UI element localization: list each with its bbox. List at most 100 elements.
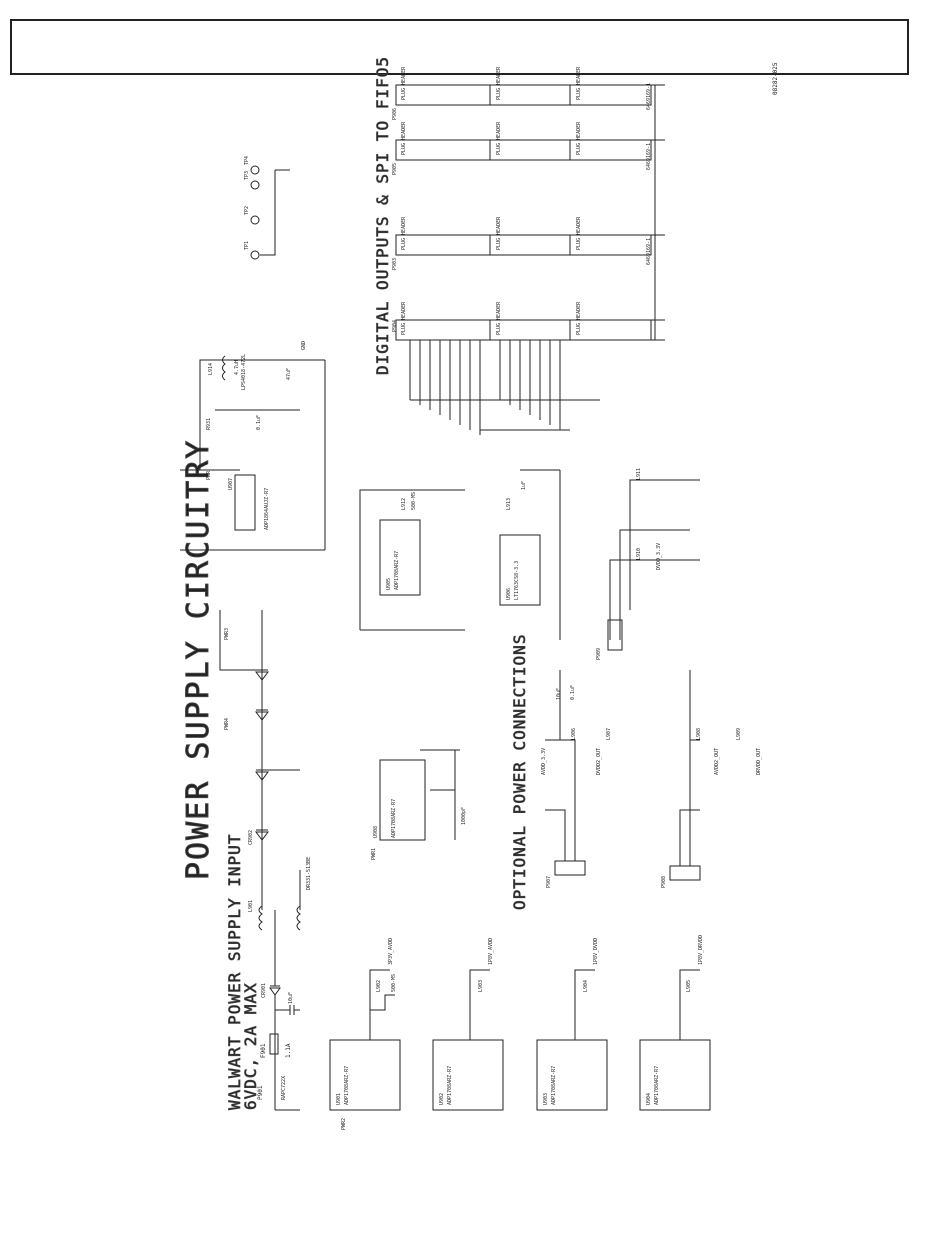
p907-label: P907 — [546, 876, 552, 888]
u905-ref: U905 — [386, 578, 392, 590]
gnd-label-u907: GND — [301, 341, 307, 350]
l907-label: L907 — [606, 728, 612, 740]
net-avdd2-out: AVDD2_OUT — [714, 748, 720, 775]
f901-label: F901 — [260, 1043, 267, 1058]
u902-part: ADP1708ARZ-R7 — [447, 1066, 453, 1105]
opt-value-10uf: 10uF — [556, 688, 562, 700]
u901-part: ADP1708ARZ-R7 — [344, 1066, 350, 1105]
u902-body — [432, 1039, 504, 1111]
u903-body — [536, 1039, 608, 1111]
c901-value: 10uF — [288, 992, 294, 1004]
l910-label: L910 — [636, 548, 642, 560]
walwart-title: WALWART POWER SUPPLY INPUT — [225, 834, 244, 1110]
p903-body — [395, 234, 652, 256]
u904-part: ADP1708ARZ-R7 — [654, 1066, 660, 1105]
net-pwr2: PWR2 — [341, 1118, 347, 1130]
net-avdd-3p3: AVDD_3.3V — [541, 748, 547, 775]
p903-header-c: PLUG HEADER — [576, 216, 582, 250]
u903-part: ADP1708ARZ-R7 — [551, 1066, 557, 1105]
c925-value: 1uF — [521, 481, 527, 490]
p904-body — [395, 319, 652, 341]
u901-body — [329, 1039, 401, 1111]
net-dvdd2-out: DVDD2_OUT — [596, 748, 602, 775]
l911-label: L911 — [636, 468, 642, 480]
optional-power-title: OPTIONAL POWER CONNECTIONS — [510, 634, 529, 910]
l901-label: L901 — [248, 900, 254, 912]
u901-ref: U901 — [336, 1093, 342, 1105]
rail-1p8v-avdd: 1P8V_AVDD — [488, 938, 494, 965]
u907-section: U907 ADP1864AUJZ-R7 R931 0.1uF L914 4.7u… — [180, 341, 326, 551]
p905-ref: P905 — [392, 163, 398, 175]
cr902-label: CR902 — [248, 830, 254, 845]
p906-header-a: PLUG HEADER — [401, 66, 407, 100]
l912-label: L912 — [401, 498, 407, 510]
rail-1p8v-dvdd: 1P8V_DVDD — [593, 938, 599, 965]
walwart-input-section: P901 RAPC722X F901 1.1A 10uF CR901 L901 … — [219, 610, 312, 1111]
l903-label: L903 — [478, 980, 484, 992]
p905-body — [395, 139, 652, 161]
p906-body — [395, 84, 652, 106]
u908-section: U908 ADP1708ARZ-R7 1000pF PWR1 — [371, 749, 467, 860]
connector-area: P909 L910 L911 DVDD_3.3V P907 P908 AVDD_… — [541, 468, 762, 888]
l906-label: L906 — [571, 728, 577, 740]
u908-ref: U908 — [373, 826, 379, 838]
p906-header-b: PLUG HEADER — [496, 66, 502, 100]
figure-id: 08282-025 — [772, 62, 779, 95]
p906-ref: P906 — [392, 108, 398, 120]
l904-label: L904 — [583, 980, 589, 992]
u907-part: ADP1864AUJZ-R7 — [264, 488, 270, 530]
power-supply-title: POWER SUPPLY CIRCUITRY — [181, 439, 216, 880]
tp4-label: TP4 — [244, 156, 250, 165]
net-pwr: PWR — [206, 470, 212, 480]
u905-u906-section: U905 ADP1708ARZ-R7 L912 500-MS U906 LT17… — [359, 469, 561, 640]
p909-label: P909 — [596, 648, 602, 660]
p905-part: 6469169-1 — [646, 143, 652, 170]
u905-body — [379, 519, 421, 596]
p903-part: 6469169-1 — [646, 238, 652, 265]
p906-part: 6469169-1 — [646, 83, 652, 110]
p904-header-c: PLUG HEADER — [576, 301, 582, 335]
u907-ref: U907 — [228, 478, 234, 490]
p908-label: P908 — [661, 876, 667, 888]
l902-part: 500-MS — [391, 974, 397, 992]
l913-label: L913 — [506, 498, 512, 510]
walwart-subtitle: 6VDC, 2A MAX — [241, 982, 260, 1110]
digital-outputs-title: DIGITAL OUTPUTS & SPI TO FIFO5 — [373, 56, 392, 375]
p903-ref: P903 — [392, 258, 398, 270]
p904-header-a: PLUG HEADER — [401, 301, 407, 335]
r931-label: R931 — [206, 418, 212, 430]
net-pwr4: PWR4 — [224, 718, 230, 730]
net-drvdd-out: DRVDD_OUT — [756, 748, 762, 775]
u905-part: ADP1708ARZ-R7 — [394, 551, 400, 590]
u908-part: ADP1708ARZ-R7 — [391, 799, 397, 838]
u906-ref: U906 — [506, 588, 512, 600]
p905-header-c: PLUG HEADER — [576, 121, 582, 155]
tp1-label: TP1 — [244, 241, 250, 250]
l905-label: L905 — [686, 980, 692, 992]
u902-ref: U902 — [439, 1093, 445, 1105]
digital-headers: PLUG HEADER PLUG HEADER PLUG HEADER P904… — [392, 66, 665, 435]
net-pwr3: PWR3 — [224, 628, 230, 640]
l914-value: 4.7uH — [234, 360, 240, 375]
p903-header-a: PLUG HEADER — [401, 216, 407, 250]
l908-label: L908 — [696, 728, 702, 740]
u907-body — [234, 474, 256, 531]
c916-value: 1000pF — [461, 807, 467, 825]
l912-part: 500-MS — [411, 492, 417, 510]
p901-label: P901 — [257, 1085, 264, 1100]
opt-value-01uf: 0.1uF — [570, 685, 576, 700]
p905-header-a: PLUG HEADER — [401, 121, 407, 155]
net-pwr1: PWR1 — [371, 848, 377, 860]
p905-header-b: PLUG HEADER — [496, 121, 502, 155]
rail-3p3v-avdd: 3P3V_AVDD — [388, 938, 394, 965]
u906-body — [499, 534, 541, 606]
u908-body — [379, 759, 426, 841]
tp2-label: TP2 — [244, 206, 250, 215]
rail-dvdd-3p3: DVDD_3.3V — [656, 543, 662, 570]
c931-value: 0.1uF — [256, 415, 262, 430]
cr901-label: CR901 — [261, 983, 267, 998]
rail-1p8v-drvdd: 1P8V_DRVDD — [698, 935, 704, 965]
u904-body — [639, 1039, 711, 1111]
l914-part: LPS4018-472L — [241, 354, 247, 390]
